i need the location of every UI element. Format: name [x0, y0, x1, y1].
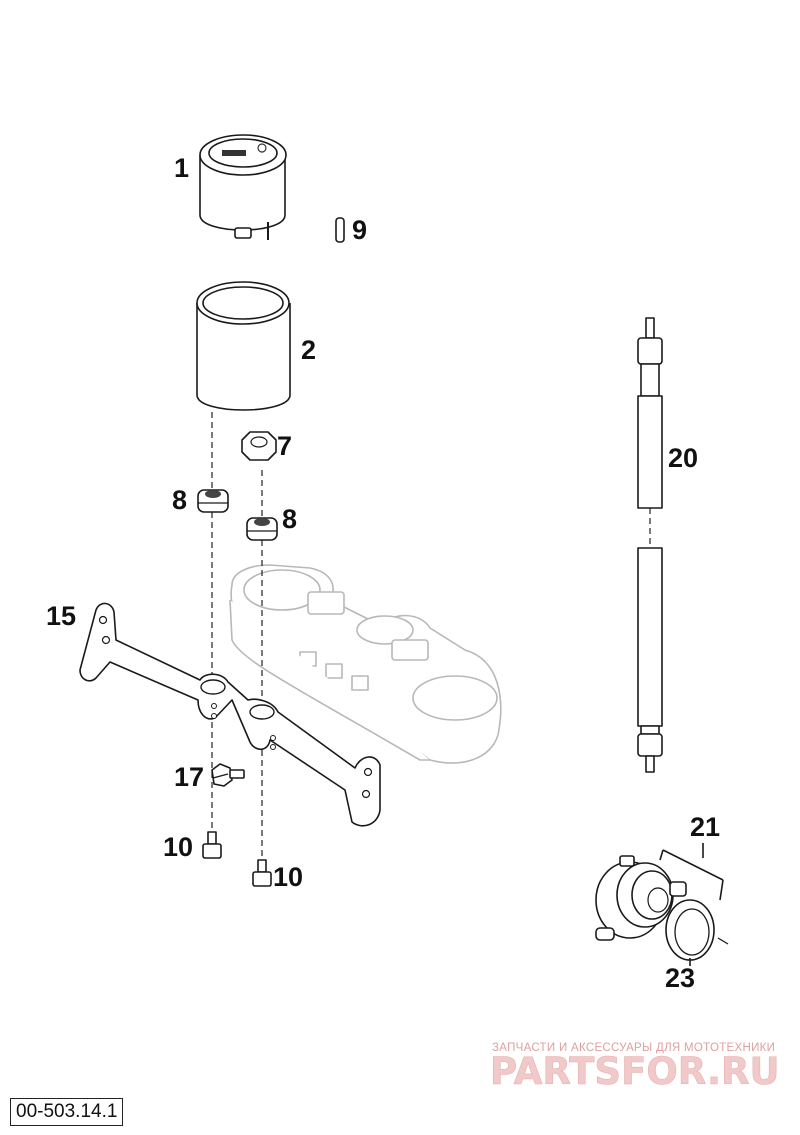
catalog-number: 00-503.14.1: [10, 1098, 124, 1126]
cable-part-20: [637, 317, 663, 773]
bracket-part-15: [79, 602, 381, 827]
watermark: ЗАПЧАСТИ И АКСЕССУАРЫ ДЛЯ МОТОТЕХНИКИ PA…: [490, 1042, 780, 1093]
label-9: 9: [352, 215, 367, 245]
label-17: 17: [174, 762, 204, 792]
grommet-part-8a: [197, 489, 229, 513]
speedo-drive-part-21: [595, 855, 687, 941]
label-7: 7: [277, 431, 292, 461]
assembly-lines: [211, 412, 651, 880]
screw-part-10a: [202, 831, 222, 859]
label-1: 1: [174, 153, 189, 183]
watermark-logo: PARTSFOR.RU: [490, 1050, 780, 1093]
label-23: 23: [665, 963, 695, 993]
watermark-tagline: ЗАПЧАСТИ И АКСЕССУАРЫ ДЛЯ МОТОТЕХНИКИ: [492, 1042, 775, 1054]
triple-clamp-ghost: [229, 564, 502, 764]
part-labels: 1 9 2 7 8 8 15 17 10 10 20 21 23: [46, 153, 720, 993]
leader-lines: [212, 773, 229, 779]
label-8b: 8: [282, 504, 297, 534]
bolt-part-17: [211, 763, 245, 787]
label-21: 21: [690, 812, 720, 842]
label-15: 15: [46, 601, 76, 631]
speedometer-part-1: [199, 134, 287, 240]
ring-part-23: [665, 899, 729, 961]
sleeve-part-2: [196, 281, 291, 411]
label-bracket-21: [659, 843, 724, 966]
label-2: 2: [301, 335, 316, 365]
grommet-part-8b: [246, 517, 278, 541]
label-20: 20: [668, 443, 698, 473]
label-10b: 10: [273, 862, 303, 892]
screw-part-10b: [252, 859, 272, 887]
label-8a: 8: [172, 485, 187, 515]
bulb-part-9: [335, 217, 345, 243]
nut-part-7: [241, 431, 277, 461]
label-10a: 10: [163, 832, 193, 862]
